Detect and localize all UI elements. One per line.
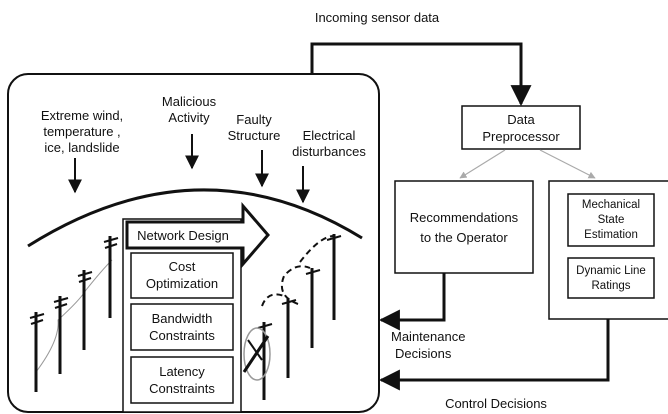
damaged-towers-right (242, 234, 342, 400)
cost-optimization-line1: Cost (169, 259, 196, 274)
cost-optimization-box (130, 252, 234, 299)
recommendations-box (394, 180, 534, 274)
control-decisions-label: Control Decisions (445, 396, 547, 411)
maintenance-decisions-arrow (378, 273, 446, 331)
mechanical-state-estimation-box (567, 193, 655, 247)
hazard-extreme-weather: Extreme wind, temperature , ice, landsli… (41, 108, 123, 155)
svg-text:Activity: Activity (168, 110, 210, 125)
dlr-line1: Dynamic Line (576, 265, 646, 277)
latency-constraints-line2: Constraints (149, 381, 215, 396)
svg-text:disturbances: disturbances (292, 144, 366, 159)
svg-text:temperature ,: temperature , (43, 124, 120, 139)
recommendations-line2: to the Operator (420, 230, 508, 245)
bandwidth-constraints-box (130, 303, 234, 351)
data-preprocessor-line2: Preprocessor (482, 129, 560, 144)
mechanical-line3: Estimation (584, 229, 638, 241)
control-decisions-arrow (378, 319, 610, 391)
mechanical-line2: State (598, 214, 625, 226)
network-design-arrow (125, 201, 270, 269)
svg-text:ice, landslide: ice, landslide (44, 140, 119, 155)
data-preprocessor-line1: Data (507, 112, 535, 127)
cost-optimization-line2: Optimization (146, 276, 218, 291)
latency-constraints-box (130, 356, 234, 404)
latency-constraints-line1: Latency (159, 364, 205, 379)
svg-text:Electrical: Electrical (303, 128, 356, 143)
dynamic-line-ratings-box (567, 257, 655, 299)
svg-text:Structure: Structure (228, 128, 281, 143)
incoming-data-arrow (310, 42, 532, 107)
to-estimation-arrow (539, 149, 596, 179)
incoming-sensor-data-label: Incoming sensor data (315, 10, 440, 25)
svg-text:Extreme wind,: Extreme wind, (41, 108, 123, 123)
data-preprocessor-box (461, 105, 581, 150)
environment-arc (27, 188, 363, 248)
to-recommendations-arrow (459, 149, 506, 179)
svg-text:Faulty: Faulty (236, 112, 272, 127)
dlr-line2: Ratings (592, 280, 631, 292)
maintenance-label-line2: Decisions (395, 346, 452, 361)
maintenance-label-line1: Maintenance (391, 329, 465, 344)
bandwidth-constraints-line1: Bandwidth (152, 311, 213, 326)
hazard-faulty-structure: Faulty Structure (228, 112, 281, 143)
transmission-towers-left (29, 236, 119, 392)
hazard-electrical-disturbances: Electrical disturbances (292, 128, 366, 159)
hazard-malicious-activity: Malicious Activity (162, 94, 217, 125)
network-design-title: Network Design (137, 228, 229, 243)
recommendations-line1: Recommendations (410, 210, 519, 225)
mechanical-line1: Mechanical (582, 199, 640, 211)
svg-text:Malicious: Malicious (162, 94, 217, 109)
bandwidth-constraints-line2: Constraints (149, 328, 215, 343)
